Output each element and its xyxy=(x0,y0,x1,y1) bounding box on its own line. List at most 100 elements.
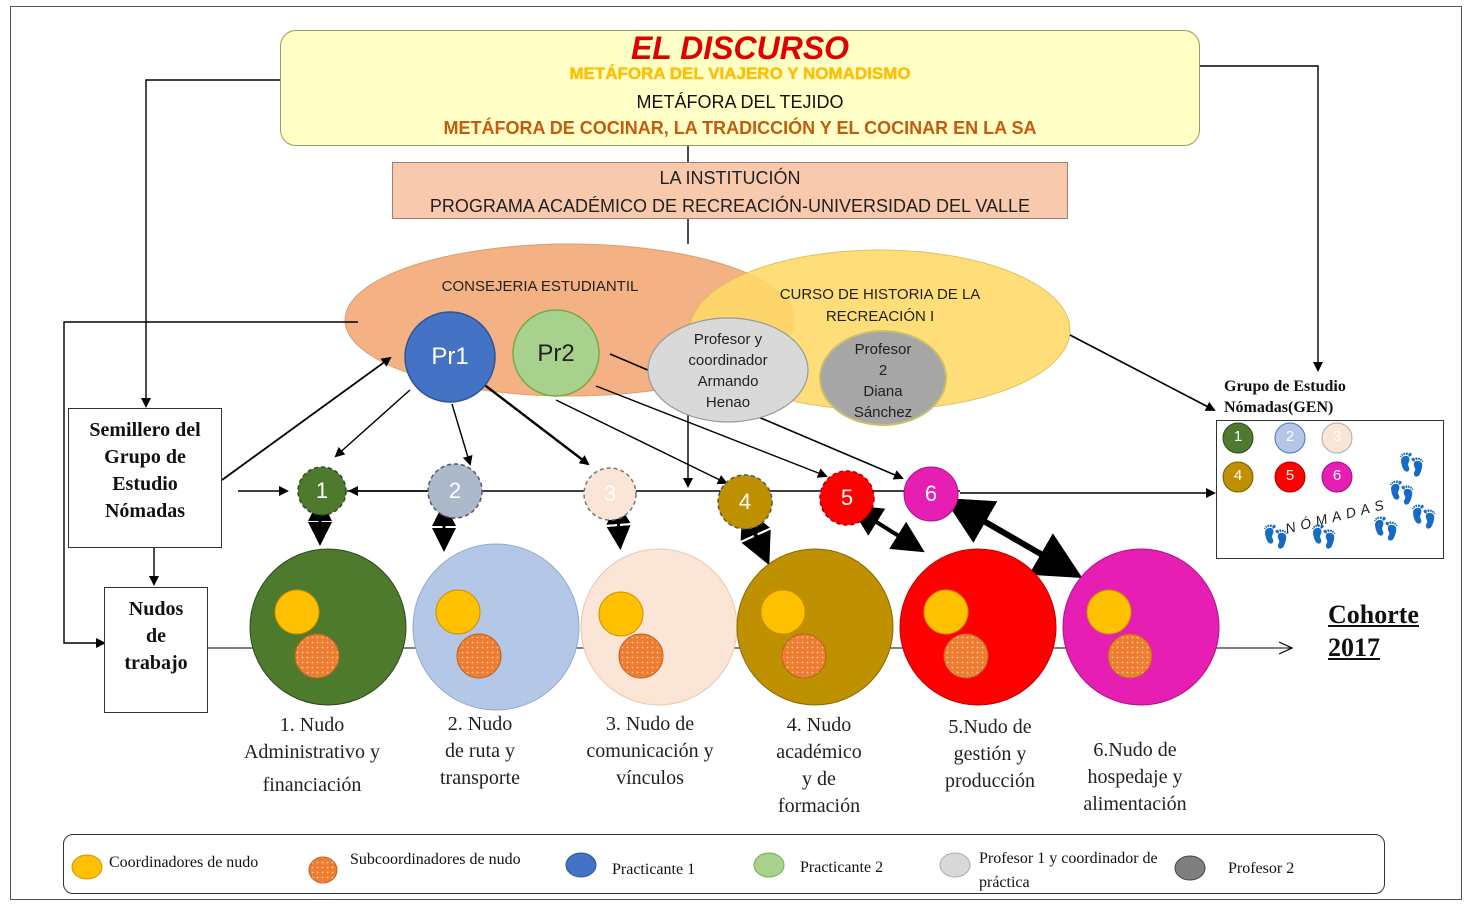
metaphor-weaving: METÁFORA DEL TEJIDO xyxy=(636,92,844,112)
node-6-label: 6.Nudo de hospedaje y alimentación xyxy=(1062,737,1208,818)
node-3-label: 3. Nudo de comunicación y vínculos xyxy=(570,711,730,792)
big-node-6 xyxy=(1062,548,1220,706)
nudos-trabajo-line: de xyxy=(146,625,166,647)
gen-title-line: Grupo de Estudio xyxy=(1224,378,1346,395)
metaphor-cooking: METÁFORA DE COCINAR, LA TRADICCIÓN Y EL … xyxy=(443,118,1037,138)
small-node-1 xyxy=(297,466,347,516)
node-4-label: 4. Nudo académico y de formación xyxy=(745,712,893,820)
semillero-box: Semillero del Grupo de Estudio Nómadas xyxy=(68,408,222,548)
node-4-line: formación xyxy=(777,795,861,817)
small-node-4 xyxy=(717,474,773,530)
semillero-line: Estudio xyxy=(112,473,178,495)
profesor1-label: Profesor y coordinador Armando Henao xyxy=(648,329,808,413)
discourse-box xyxy=(280,30,1200,146)
big-node-3 xyxy=(580,548,738,706)
curso-line-1: CURSO DE HISTORIA DE LA xyxy=(779,286,981,303)
profesor1-line: Armando xyxy=(697,373,759,390)
footprint-icon: 👣 xyxy=(1410,504,1438,529)
gen-box xyxy=(1216,420,1444,559)
gen-badge-4: 4 xyxy=(1233,467,1243,484)
node-2-line: transporte xyxy=(440,767,520,789)
node-6-line: 6.Nudo de xyxy=(1093,739,1177,761)
small-node-3 xyxy=(583,467,637,521)
profesor1-ellipse xyxy=(647,317,809,423)
pr1-circle xyxy=(404,311,496,403)
institution-program: PROGRAMA ACADÉMICO DE RECREACIÓN-UNIVERS… xyxy=(429,196,1031,216)
pr1-label: Pr1 xyxy=(431,343,469,370)
profesor2-line: Profesor xyxy=(854,341,912,358)
big-node-2 xyxy=(412,543,580,711)
small-node-6-number: 6 xyxy=(924,481,938,506)
node-1-label: 1. Nudo Administrativo y financiación xyxy=(228,712,396,799)
node-4-line: y de xyxy=(802,768,836,790)
profesor2-line: 2 xyxy=(878,362,888,379)
gen-badge-3: 3 xyxy=(1332,428,1342,445)
node-4-line: académico xyxy=(776,741,862,763)
profesor1-line: coordinador xyxy=(688,352,768,369)
semillero-line: Semillero del xyxy=(89,419,201,441)
legend-icons xyxy=(71,852,1206,884)
node-6-line: hospedaje y xyxy=(1087,766,1183,788)
cohorte-label: Cohorte 2017 xyxy=(1328,598,1419,664)
small-node-4-number: 4 xyxy=(738,489,752,514)
legend-box xyxy=(63,834,1385,894)
pr2-circle xyxy=(512,309,600,397)
gen-badge-1: 1 xyxy=(1233,428,1243,445)
diagram-frame xyxy=(10,6,1462,900)
node-1-line: Administrativo y xyxy=(243,741,381,763)
big-node-4 xyxy=(736,548,894,706)
gen-title: Grupo de Estudio Nómadas(GEN) xyxy=(1224,376,1364,418)
institution-title: LA INSTITUCIÓN xyxy=(659,168,801,188)
node-3-line: 3. Nudo de xyxy=(605,713,695,735)
footprint-icon: 👣 xyxy=(1388,480,1416,505)
consejeria-label: CONSEJERIA ESTUDIANTIL xyxy=(441,278,639,295)
small-node-6 xyxy=(903,466,959,522)
node-2-label: 2. Nudo de ruta y transporte xyxy=(410,711,550,792)
small-node-1-number: 1 xyxy=(315,478,329,503)
node-5-line: gestión y xyxy=(953,743,1027,765)
node-3-line: vínculos xyxy=(616,767,684,789)
profesor2-label: Profesor 2 Diana Sánchez xyxy=(820,339,946,423)
metaphor-traveler: METÁFORA DEL VIAJERO Y NOMADISMO xyxy=(569,64,911,83)
institution-box xyxy=(392,162,1068,219)
curso-label: CURSO DE HISTORIA DE LA RECREACIÓN I xyxy=(740,284,1020,328)
legend-profesor-1: Profesor 1 y coordinador de práctica xyxy=(979,850,1158,891)
node-5-label: 5.Nudo de gestión y producción xyxy=(915,714,1065,795)
node-2-line: 2. Nudo xyxy=(447,713,513,735)
cohorte-line: 2017 xyxy=(1328,633,1380,662)
gen-badge-5: 5 xyxy=(1285,467,1295,484)
node-5-line: producción xyxy=(945,770,1035,792)
cohorte-line: Cohorte xyxy=(1328,600,1419,629)
curso-line-2: RECREACIÓN I xyxy=(825,308,935,325)
semillero-line: Grupo de xyxy=(104,446,186,468)
legend-profesor-2: Profesor 2 xyxy=(1228,860,1295,877)
profesor2-line: Sánchez xyxy=(853,404,913,421)
node-3-line: comunicación y xyxy=(586,740,714,762)
node-5-line: 5.Nudo de xyxy=(948,716,1032,738)
nudos-trabajo-line: Nudos xyxy=(128,598,184,620)
footprint-icon: 👣 xyxy=(1262,524,1290,549)
nudos-trabajo-line: trabajo xyxy=(124,652,188,674)
gen-title-line: Nómadas(GEN) xyxy=(1224,399,1334,416)
node-4-line: 4. Nudo xyxy=(786,714,852,736)
footprint-icon: 👣 xyxy=(1398,452,1426,477)
gen-badge-6: 6 xyxy=(1332,467,1342,484)
node-6-line: alimentación xyxy=(1083,793,1187,815)
footprint-icon: 👣 xyxy=(1310,524,1338,549)
profesor2-ellipse xyxy=(819,330,947,426)
gen-badges xyxy=(1222,422,1353,493)
legend-coordinadores: Coordinadores de nudo xyxy=(109,854,259,871)
legend-practicante-1: Practicante 1 xyxy=(612,861,696,878)
semillero-line: Nómadas xyxy=(104,500,185,522)
big-node-1 xyxy=(249,548,407,706)
discourse-title: EL DISCURSO xyxy=(630,30,850,66)
legend-subcoordinadores: Subcoordinadores de nudo xyxy=(350,851,521,868)
node-1-line: financiación xyxy=(262,774,362,796)
profesor1-line: Henao xyxy=(705,394,751,411)
legend-practicante-2: Practicante 2 xyxy=(800,859,884,876)
pr2-label: Pr2 xyxy=(537,340,575,367)
big-node-5 xyxy=(899,548,1057,706)
small-node-2 xyxy=(427,463,483,519)
footprint-icon: 👣 xyxy=(1372,516,1400,541)
